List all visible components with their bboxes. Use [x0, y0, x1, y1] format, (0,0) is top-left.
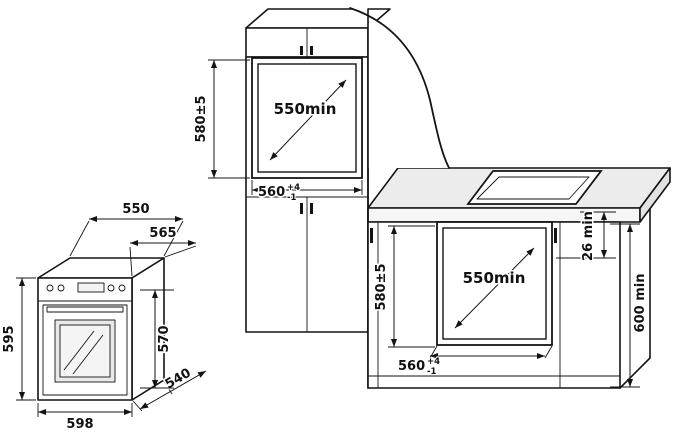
dim-550min-label: 550min — [463, 269, 526, 287]
dim-560-label: 560 — [258, 185, 285, 200]
wall-surface — [350, 8, 449, 168]
dim-560-tol-minus: -1 — [427, 367, 437, 377]
dim-560-tol-plus: +4 — [287, 183, 300, 193]
door-handle — [310, 46, 313, 55]
column-oven-niche-inner — [257, 63, 357, 173]
dim-550min-line — [269, 79, 347, 161]
extension-line — [132, 400, 143, 412]
dim-560-label: 560 — [398, 359, 425, 374]
oven-knob — [107, 284, 115, 292]
column-niche-dimensions: 550min 580±5 560 +4 -1 — [193, 59, 363, 204]
extension-line — [164, 245, 197, 258]
dim-600min-label: 600 min — [633, 274, 648, 333]
dim-595-label: 595 — [2, 325, 17, 352]
door-handle — [310, 203, 313, 214]
extension-line — [69, 220, 90, 257]
oven-front-view — [37, 257, 165, 401]
dim-550-label: 550 — [122, 202, 149, 217]
dim-560-tol-minus: -1 — [287, 193, 297, 203]
oven-dimensions: 550 565 595 598 540 570 — [1, 201, 207, 433]
dim-580-label: 580±5 — [194, 95, 209, 142]
hob-cutout-inner — [476, 176, 590, 200]
door-handle — [370, 228, 373, 243]
extension-line — [544, 345, 553, 359]
extension-line — [129, 246, 133, 277]
dim-580-label: 580±5 — [374, 263, 389, 310]
oven-knob — [46, 284, 54, 292]
oven-door-handle — [46, 306, 124, 313]
door-handle — [554, 228, 557, 243]
door-handle — [300, 46, 303, 55]
wall-broken-edge — [349, 7, 450, 169]
dim-550min-label: 550min — [274, 100, 337, 118]
extension-line — [163, 220, 184, 257]
oven-knob — [118, 284, 126, 292]
window-shine-line — [63, 330, 95, 371]
dim-570-label: 570 — [157, 325, 172, 352]
dim-565-label: 565 — [149, 226, 176, 241]
worktop-right-end — [639, 167, 671, 223]
hob-cutout-outer — [466, 170, 603, 205]
dim-26min-label: 26 min — [581, 211, 596, 261]
oven-knob — [57, 284, 65, 292]
worktop-front-edge — [367, 207, 641, 223]
oven-display — [77, 282, 105, 293]
dim-540-line — [139, 370, 207, 410]
dim-598-label: 598 — [66, 417, 93, 432]
oven-door — [42, 304, 128, 396]
base-niche-dimensions: 550min 580±5 560 +4 -1 26 min 600 min — [373, 210, 650, 388]
oven-door-window-inner — [59, 324, 111, 378]
door-handle — [300, 203, 303, 214]
window-shine-line — [72, 334, 104, 375]
dim-550min-line — [454, 247, 535, 329]
dim-560-tol-plus: +4 — [427, 357, 440, 367]
kitchen-counter-scene — [349, 7, 671, 389]
